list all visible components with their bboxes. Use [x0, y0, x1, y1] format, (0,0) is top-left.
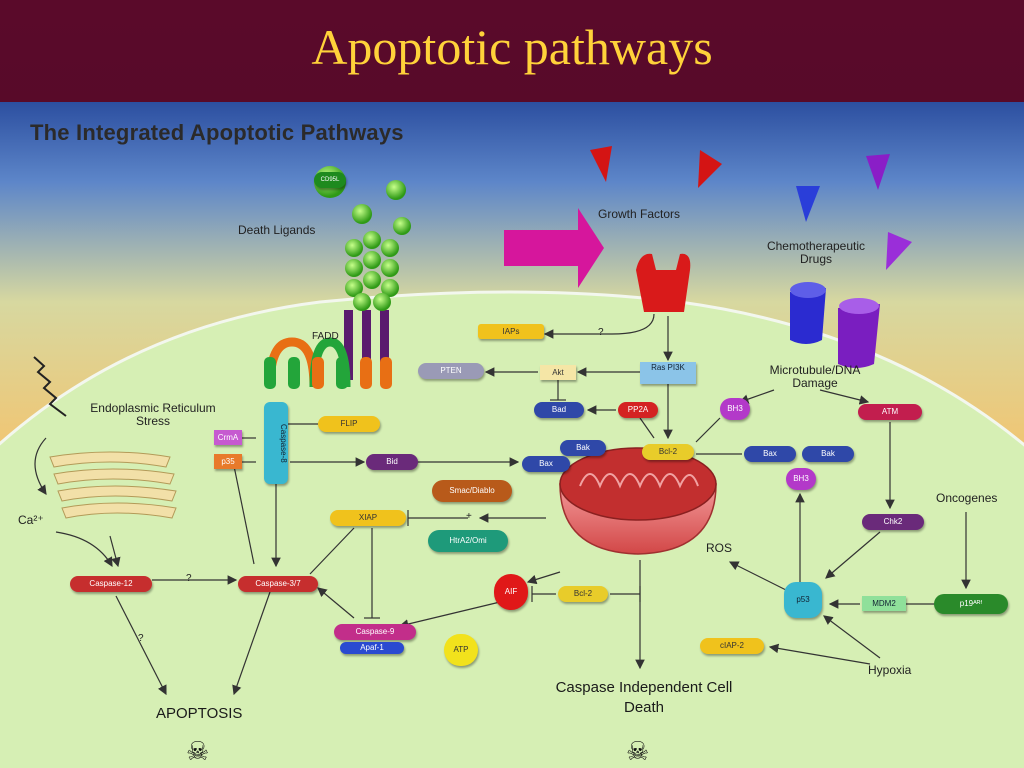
label-microtubule-damage: Microtubule/DNA Damage [769, 363, 861, 390]
death-receptors [344, 310, 389, 380]
node-pten: PTEN [418, 363, 484, 379]
node-pp2a: PP2A [618, 402, 658, 418]
growth-factor-cone [590, 146, 612, 182]
label-death-ligands: Death Ligands [238, 223, 316, 237]
node-xiap: XIAP [330, 510, 406, 526]
chemo-cone [866, 154, 890, 190]
node-bax: Bax [744, 446, 796, 462]
node-bh3: BH3 [720, 398, 750, 420]
pathway-diagram [0, 146, 1024, 768]
node-bak: Bak [560, 440, 606, 456]
growth-factor-receptor [636, 253, 691, 312]
endoplasmic-reticulum [49, 451, 177, 519]
label-calcium: Ca²⁺ [18, 513, 44, 527]
node-p35: p35 [214, 454, 242, 469]
node-ras-pi3k: Ras PI3K [640, 362, 696, 384]
node-akt: Akt [540, 365, 576, 380]
node-cd95l: CD95L [314, 172, 346, 188]
node-bid: Bid [366, 454, 418, 470]
death-ligand-beads [314, 166, 411, 311]
label-chemotherapeutic-drugs: Chemotherapeutic Drugs [766, 239, 866, 266]
node-crma: CrmA [214, 430, 242, 445]
node-ciap-2: cIAP-2 [700, 638, 764, 654]
node-caspase-12: Caspase-12 [70, 576, 152, 592]
pathway-arrows [34, 313, 971, 696]
node-p53: p53 [784, 582, 822, 618]
node-bcl2: Bcl-2 [642, 444, 694, 460]
node-caspase-8: Caspase-8 [264, 402, 288, 484]
drug-transporter [790, 282, 826, 344]
diagram-heading: The Integrated Apoptotic Pathways [30, 120, 404, 145]
node-bcl2-2: Bcl-2 [558, 586, 608, 602]
mitochondrion-icon [559, 447, 717, 555]
label-question: ? [598, 327, 604, 338]
node-caspase-3-7: Caspase-3/7 [238, 576, 318, 592]
label-hypoxia: Hypoxia [868, 663, 912, 677]
growth-factor-cone [698, 150, 722, 188]
slide-title: Apoptotic pathways [311, 19, 713, 75]
node-caspase-9: Caspase-9 [334, 624, 416, 640]
chemo-cone [886, 232, 912, 270]
node-chk2: Chk2 [862, 514, 924, 530]
node-bax: Bax [522, 456, 570, 472]
skull-icon: ☠ [186, 736, 210, 766]
diagram-panel: The Integrated Apoptotic Pathways Death … [0, 102, 1024, 768]
node-apaf-1: Apaf-1 [340, 642, 404, 654]
node-atm: ATM [858, 404, 922, 420]
node-atp: ATP [444, 634, 478, 666]
lightning-icon [33, 356, 67, 417]
label-oncogenes: Oncogenes [936, 491, 998, 505]
node-iaps: IAPs [478, 324, 544, 339]
drug-transporter [838, 298, 880, 368]
node-htra2-omi: HtrA2/Omi [428, 530, 508, 552]
label-question: ? [138, 633, 144, 644]
label-ros: ROS [706, 541, 733, 555]
node-bad: Bad [534, 402, 584, 418]
cell-membrane [0, 290, 1024, 768]
node-bh3: BH3 [786, 468, 816, 490]
label-plus: + [466, 511, 472, 522]
label-er-stress: Endoplasmic Reticulum Stress [90, 401, 216, 428]
node-mdm2: MDM2 [862, 596, 906, 611]
label-caspase-independent: Caspase Independent Cell Death [555, 679, 733, 716]
node-aif: AIF [494, 574, 528, 610]
label-apoptosis: APOPTOSIS [156, 705, 243, 722]
fadd-adaptors [264, 337, 392, 389]
node-smac-diablo: Smac/Diablo [432, 480, 512, 502]
node-p19arf: p19ᴬᴿᶠ [934, 594, 1008, 614]
chemo-cone [796, 186, 820, 222]
label-growth-factors: Growth Factors [598, 207, 681, 221]
arrow-highlight-icon [504, 208, 604, 288]
node-bak: Bak [802, 446, 854, 462]
skull-icon: ☠ [626, 736, 650, 766]
node-flip: FLIP [318, 416, 380, 432]
label-question: ? [186, 573, 192, 584]
label-fadd: FADD [312, 331, 339, 342]
